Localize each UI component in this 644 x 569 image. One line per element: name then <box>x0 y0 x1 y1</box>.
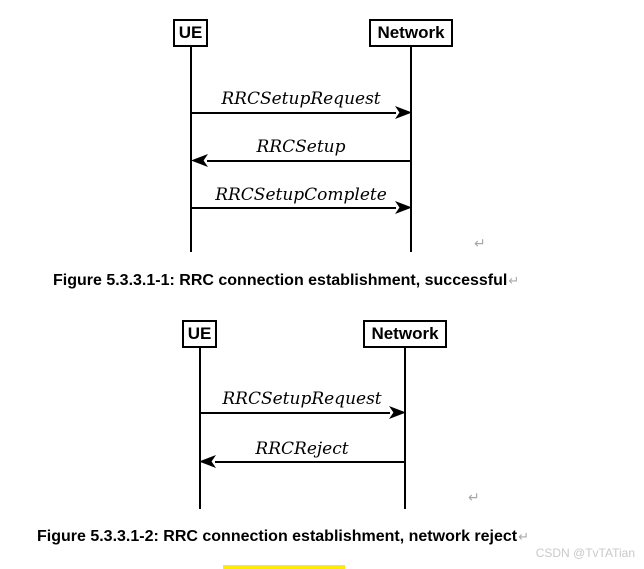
actor-label-ue: UE <box>187 324 212 343</box>
message-label: RRCSetup <box>256 137 346 157</box>
actor-box-ue: UE <box>173 19 208 47</box>
highlighted-text-sliver <box>223 565 345 569</box>
actor-label-ue: UE <box>178 23 203 42</box>
message-label: RRCSetupComplete <box>215 185 387 205</box>
paragraph-return-icon: ↵ <box>474 236 486 252</box>
message-line <box>215 461 405 463</box>
lifeline-ue <box>190 47 192 252</box>
actor-label-network: Network <box>371 324 439 343</box>
lifeline-ue <box>199 348 201 509</box>
message-line <box>191 112 396 114</box>
watermark-text: CSDN @TvTATian <box>535 546 635 560</box>
lifeline-network <box>404 348 406 509</box>
message-line <box>199 412 390 414</box>
actor-label-network: Network <box>377 23 445 42</box>
actor-box-network: Network <box>363 320 447 348</box>
figure-caption-1-text: Figure 5.3.3.1-1: RRC connection establi… <box>53 272 508 289</box>
actor-box-ue: UE <box>182 320 217 348</box>
paragraph-return-icon: ↵ <box>518 530 530 545</box>
message-line <box>207 160 411 162</box>
message-label: RRCSetupRequest <box>221 89 381 109</box>
figure-caption-2-text: Figure 5.3.3.1-2: RRC connection establi… <box>37 528 518 545</box>
actor-box-network: Network <box>369 19 453 47</box>
paragraph-return-icon: ↵ <box>508 274 520 289</box>
message-label: RRCReject <box>255 439 349 459</box>
message-label: RRCSetupRequest <box>222 389 382 409</box>
message-line <box>191 207 396 209</box>
paragraph-return-icon: ↵ <box>468 490 480 506</box>
figure-caption-2: Figure 5.3.3.1-2: RRC connection establi… <box>37 528 529 546</box>
figure-caption-1: Figure 5.3.3.1-1: RRC connection establi… <box>53 272 519 290</box>
lifeline-network <box>410 47 412 252</box>
